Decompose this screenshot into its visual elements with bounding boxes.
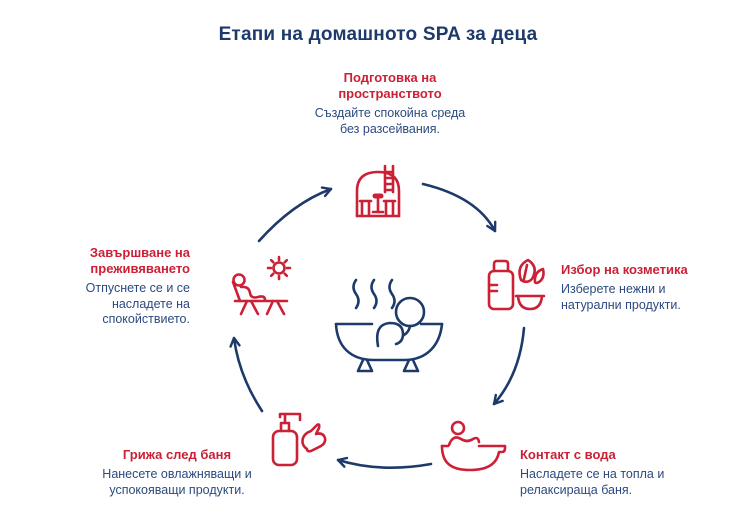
stage-title: Контакт с вода xyxy=(520,447,616,462)
arrow-left-to-top xyxy=(257,186,333,243)
baby-bathtub-icon xyxy=(437,419,507,475)
sauna-room-icon xyxy=(349,164,407,220)
arrow-bottomright-to-bottomleft xyxy=(336,456,433,469)
stage-title: Грижа след баня xyxy=(122,447,232,462)
arrow-bottomleft-to-left xyxy=(229,336,264,413)
arrow-right-to-bottomright xyxy=(492,326,526,406)
stage-cosmetics: Избор на козметика Изберете нежни и нату… xyxy=(561,262,711,314)
stage-description: Създайте спокойна среда без разсейвания. xyxy=(314,105,466,136)
stage-description: Насладете се на топла и релаксираща баня… xyxy=(520,466,665,497)
bathtub-steam-icon xyxy=(328,272,448,376)
stage-description: Изберете нежни и натурални продукти. xyxy=(561,281,681,312)
stage-finishing: Завършване на преживяването Отпуснете се… xyxy=(55,245,190,328)
stage-water-contact: Контакт с вода Насладете се на топла и р… xyxy=(520,447,685,499)
stage-title: Подготовка на пространството xyxy=(338,70,442,101)
page-title: Етапи на домашното SPA за деца xyxy=(218,24,538,45)
stage-preparation: Подготовка на пространството Създайте сп… xyxy=(310,70,470,137)
arrow-top-to-right xyxy=(421,182,497,233)
stage-description: Нанесете овлажняващи и успокояващи проду… xyxy=(102,466,252,497)
stage-after-bath-care: Грижа след баня Нанесете овлажняващи и у… xyxy=(77,447,277,499)
natural-cosmetics-icon xyxy=(483,251,546,315)
sun-lounger-icon xyxy=(227,255,297,318)
stage-title: Завършване на преживяването xyxy=(89,245,190,276)
stage-title: Избор на козметика xyxy=(561,262,688,277)
stage-description: Отпуснете се и се насладете на спокойств… xyxy=(85,280,190,327)
lotion-pump-icon xyxy=(267,405,327,469)
